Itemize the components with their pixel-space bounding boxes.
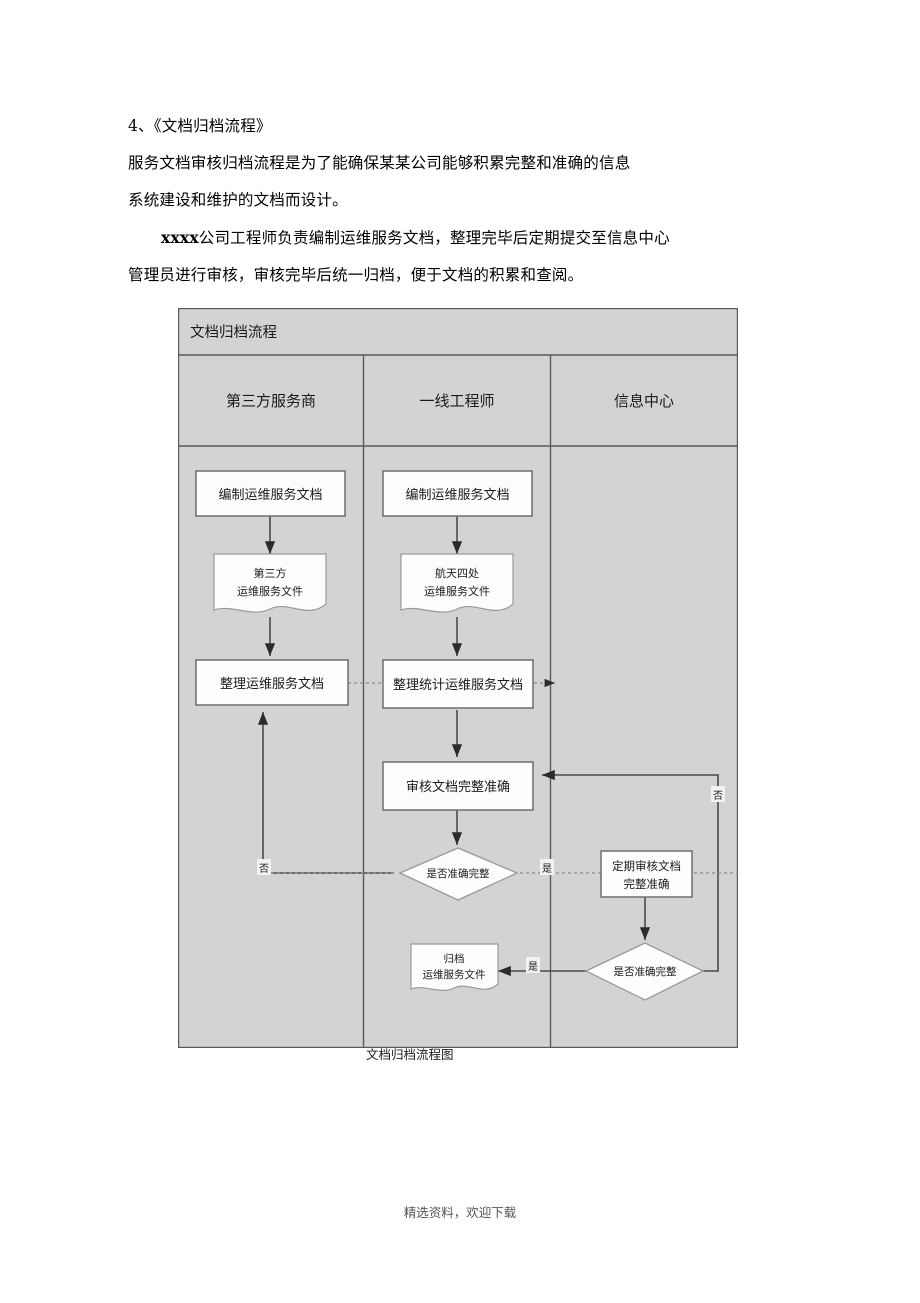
- paragraph-1: 服务文档审核归档流程是为了能确保某某公司能够积累完整和准确的信息: [128, 154, 631, 172]
- node-n8-label: 是否准确完整: [427, 867, 490, 880]
- node-n6[interactable]: 整理统计运维服务文档: [382, 659, 534, 709]
- node-n10[interactable]: 定期审核文档 完整准确: [600, 850, 693, 898]
- node-n11[interactable]: 是否准确完整: [584, 942, 705, 1001]
- flowchart-container: 文档归档流程 第三方服务商 一线工程师 信息中心: [178, 308, 738, 1048]
- node-n2-line2: 运维服务文件: [237, 584, 303, 598]
- node-n7[interactable]: 审核文档完整准确: [382, 761, 534, 811]
- lane-label-frontline-engineer: 一线工程师: [419, 392, 494, 410]
- node-n5[interactable]: 航天四处 运维服务文件: [400, 553, 514, 613]
- node-n4[interactable]: 编制运维服务文档: [382, 470, 533, 517]
- lane-label-third-party: 第三方服务商: [226, 392, 316, 410]
- node-n10-line2: 完整准确: [624, 877, 670, 891]
- node-n4-label: 编制运维服务文档: [405, 487, 509, 503]
- node-n8[interactable]: 是否准确完整: [398, 847, 519, 901]
- node-n2-line1: 第三方: [254, 566, 287, 580]
- paragraph-3: xxxx公司工程师负责编制运维服务文档，整理完毕后定期提交至信息中心: [128, 219, 788, 257]
- section-heading: 4、《文档归档流程》: [128, 117, 272, 135]
- edge-label-no-left: 否: [259, 863, 269, 875]
- node-n11-label: 是否准确完整: [614, 965, 677, 978]
- node-n1-label: 编制运维服务文档: [218, 487, 322, 503]
- company-placeholder: xxxx: [161, 228, 199, 247]
- flowchart-title: 文档归档流程: [190, 324, 277, 341]
- edge-label-yes-right: 是: [542, 863, 552, 875]
- node-n5-line1: 航天四处: [435, 566, 479, 580]
- figure-caption: 文档归档流程图: [366, 1047, 454, 1062]
- node-n7-label: 审核文档完整准确: [406, 780, 510, 795]
- edge-label-no-right: 否: [713, 790, 723, 802]
- node-n9[interactable]: 归档 运维服务文件: [410, 943, 499, 992]
- node-n3-label: 整理运维服务文档: [220, 676, 324, 692]
- paragraph-2: 系统建设和维护的文档而设计。: [128, 191, 348, 209]
- node-n2[interactable]: 第三方 运维服务文件: [213, 553, 327, 613]
- paragraph-4: 管理员进行审核，审核完毕后统一归档，便于文档的积累和查阅。: [128, 266, 584, 284]
- node-n9-line1: 归档: [444, 952, 465, 965]
- node-n1[interactable]: 编制运维服务文档: [195, 470, 346, 517]
- node-n5-line2: 运维服务文件: [424, 584, 490, 598]
- node-n9-line2: 运维服务文件: [423, 968, 486, 981]
- paragraph-3-rest: 公司工程师负责编制运维服务文档，整理完毕后定期提交至信息中心: [198, 229, 670, 247]
- page-footer: 精选资料，欢迎下载: [403, 1205, 517, 1220]
- node-n6-label: 整理统计运维服务文档: [393, 677, 523, 693]
- lane-label-information-center: 信息中心: [614, 392, 674, 410]
- edge-label-yes-left: 是: [528, 961, 538, 973]
- document-text-block: 4、《文档归档流程》 服务文档审核归档流程是为了能确保某某公司能够积累完整和准确…: [128, 108, 788, 294]
- node-n3[interactable]: 整理运维服务文档: [195, 659, 349, 706]
- node-n10-line1: 定期审核文档: [612, 859, 681, 873]
